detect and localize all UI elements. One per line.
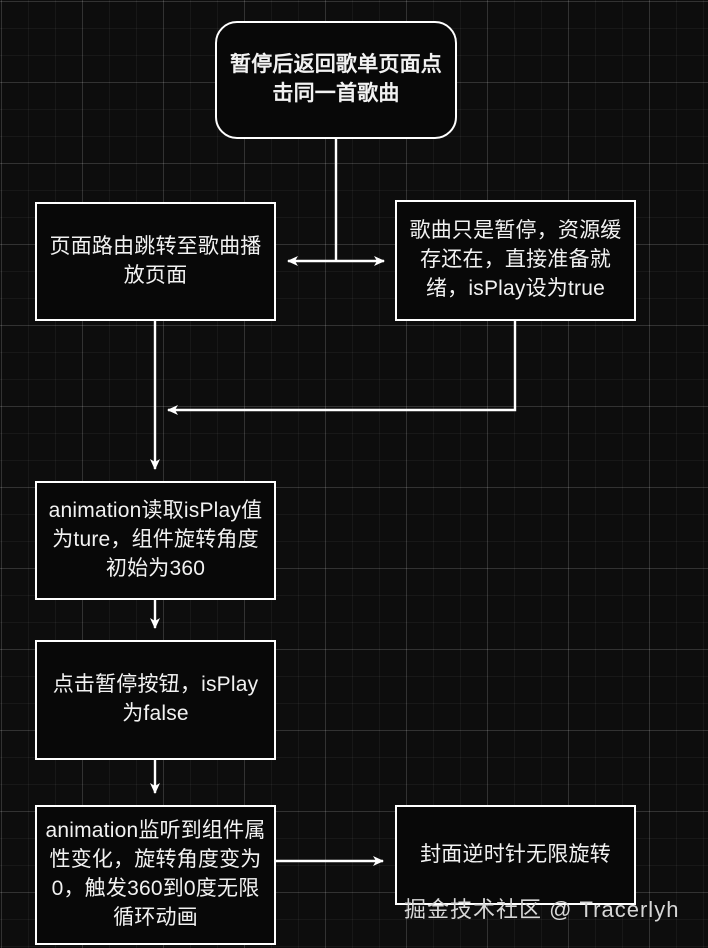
node-pause-btn-label: 点击暂停按钮，isPlay为false xyxy=(52,673,259,725)
edge-paused-to-trunk xyxy=(167,321,517,415)
node-paused-label: 歌曲只是暂停，资源缓存还在，直接准备就绪，isPlay设为true xyxy=(409,219,622,300)
node-animation-listens-property-change[interactable]: animation监听到组件属性变化，旋转角度变为0，触发360到0度无限循环动… xyxy=(35,805,276,945)
node-animation-reads-isplay[interactable]: animation读取isPlay值为ture，组件旋转角度初始为360 xyxy=(35,481,276,600)
node-rotate-label: 封面逆时针无限旋转 xyxy=(420,842,611,866)
node-start-label: 暂停后返回歌单页面点击同一首歌曲 xyxy=(230,53,442,105)
watermark: 掘金技术社区 @ Tracerlyh xyxy=(404,897,680,922)
node-start-pause-return-playlist[interactable]: 暂停后返回歌单页面点击同一首歌曲 xyxy=(215,21,457,139)
node-anim-read-label: animation读取isPlay值为ture，组件旋转角度初始为360 xyxy=(48,499,263,580)
node-route-to-song-page[interactable]: 页面路由跳转至歌曲播放页面 xyxy=(35,202,276,321)
node-route-label: 页面路由跳转至歌曲播放页面 xyxy=(49,234,262,287)
node-cover-rotates-counterclockwise[interactable]: 封面逆时针无限旋转 xyxy=(395,805,636,905)
node-song-only-paused[interactable]: 歌曲只是暂停，资源缓存还在，直接准备就绪，isPlay设为true xyxy=(395,200,636,321)
node-click-pause-button[interactable]: 点击暂停按钮，isPlay为false xyxy=(35,640,276,760)
node-anim-listen-label: animation监听到组件属性变化，旋转角度变为0，触发360到0度无限循环动… xyxy=(45,819,266,929)
